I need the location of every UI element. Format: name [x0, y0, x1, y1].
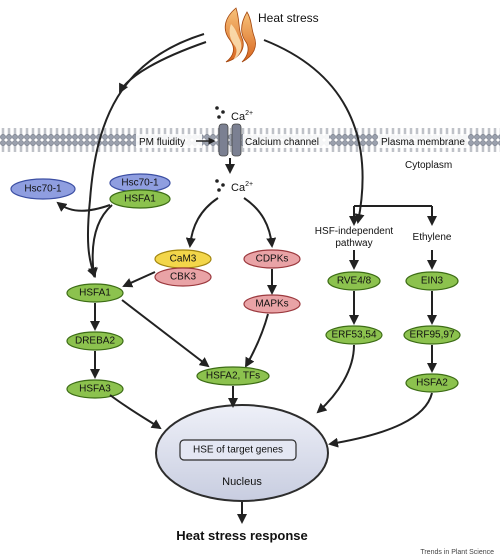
- hsfa2-right-node: [405, 373, 459, 393]
- arrow-heat-to-hsfa1: [86, 33, 205, 278]
- hsc70-free-label: Hsc70-1: [24, 184, 62, 195]
- cbk3-label: CBK3: [170, 272, 197, 283]
- plasma-membrane-label: Plasma membrane: [381, 137, 465, 148]
- cdpks-node: [243, 249, 301, 269]
- hsfa2-tfs-node: [196, 366, 270, 386]
- erf9597-label: ERF95,97: [409, 330, 454, 341]
- response-label: Heat stress response: [176, 528, 308, 543]
- flame-icon: [224, 7, 256, 63]
- cdpks-label: CDPKs: [256, 254, 289, 265]
- calcium-ions-outside: [215, 106, 225, 119]
- mapks-label: MAPKs: [255, 299, 288, 310]
- title-label: Heat stress: [258, 11, 319, 25]
- hsfa2-right-label: HSFA2: [416, 378, 448, 389]
- hsfa3-label: HSFA3: [79, 384, 111, 395]
- hsfa3-node: [66, 379, 124, 399]
- hsf-independent-label-2: pathway: [335, 238, 372, 249]
- hsfa1-complex-label: HSFA1: [124, 194, 156, 205]
- cytoplasm-label: Cytoplasm: [405, 160, 452, 171]
- arrow-heat-to-pm: [119, 41, 207, 94]
- ethylene-label: Ethylene: [413, 232, 452, 243]
- ein3-node: [405, 271, 459, 291]
- hsfa1-node: [66, 283, 124, 303]
- erf5354-node: [325, 325, 383, 345]
- cbk3-node: [154, 267, 212, 287]
- hsfa2-tfs-label: HSFA2, TFs: [206, 371, 260, 382]
- hsc70-free-node: [10, 178, 76, 200]
- arrow-heat-to-right: [263, 39, 365, 224]
- hsf-independent-label-1: HSF-independent: [315, 226, 394, 237]
- credit-label: Trends in Plant Science: [420, 549, 494, 556]
- calcium-channel-icon: [218, 123, 242, 157]
- hse-box: [179, 439, 297, 461]
- mapks-node: [243, 294, 301, 314]
- rve48-label: RVE4/8: [337, 276, 372, 287]
- calcium-ions-inside: [215, 179, 225, 192]
- hsfa1-complex-node: [109, 189, 171, 209]
- ca-label-bottom: Ca2+: [231, 181, 253, 194]
- cam3-label: CaM3: [170, 254, 197, 265]
- hsfa1-label: HSFA1: [79, 288, 111, 299]
- ein3-label: EIN3: [421, 276, 444, 287]
- nucleus-label: Nucleus: [222, 476, 262, 488]
- dreba2-label: DREBA2: [75, 336, 115, 347]
- pm-fluidity-label: PM fluidity: [139, 137, 185, 148]
- erf9597-node: [403, 325, 461, 345]
- dreba2-node: [66, 331, 124, 351]
- erf5354-label: ERF53,54: [331, 330, 376, 341]
- hse-label: HSE of target genes: [193, 445, 283, 456]
- ca-label-top: Ca2+: [231, 110, 253, 123]
- rve48-node: [327, 271, 381, 291]
- calcium-channel-label: Calcium channel: [245, 137, 319, 148]
- hsc70-complex-label: Hsc70-1: [121, 178, 159, 189]
